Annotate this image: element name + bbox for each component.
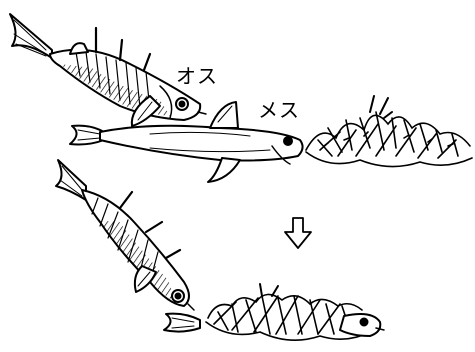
female-stickleback-in-nest xyxy=(164,314,384,336)
male-stickleback-bottom xyxy=(56,160,194,310)
nest-top xyxy=(306,96,472,167)
down-arrow xyxy=(285,218,311,248)
female-label: メス xyxy=(258,100,300,120)
male-label: オス xyxy=(176,66,218,86)
